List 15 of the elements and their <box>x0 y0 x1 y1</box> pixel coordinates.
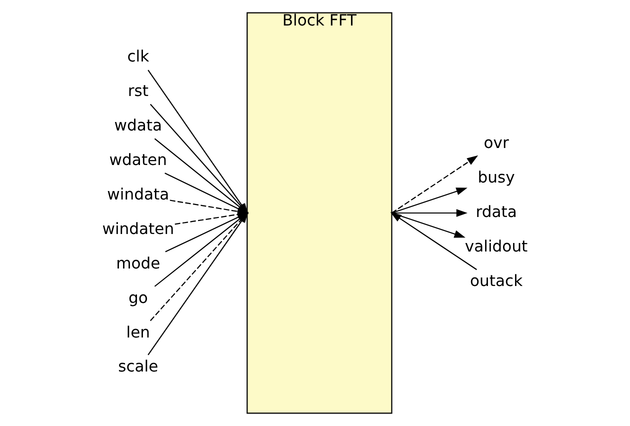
node-text: go <box>128 288 148 307</box>
node-text: scale <box>118 358 158 376</box>
node-text: clk <box>127 47 150 66</box>
node-text: windaten <box>102 220 174 238</box>
node-text: mode <box>116 254 160 272</box>
node-text: rst <box>128 82 148 100</box>
node-text: windata <box>107 185 170 204</box>
node-text: len <box>126 323 150 342</box>
node-text: ovr <box>484 134 509 152</box>
node-text: validout <box>464 238 528 256</box>
node-text: wdaten <box>109 150 167 169</box>
node-text: wdata <box>114 116 162 134</box>
node-text: rdata <box>476 203 517 222</box>
node-text: busy <box>478 168 515 187</box>
node-text: outack <box>470 272 523 290</box>
